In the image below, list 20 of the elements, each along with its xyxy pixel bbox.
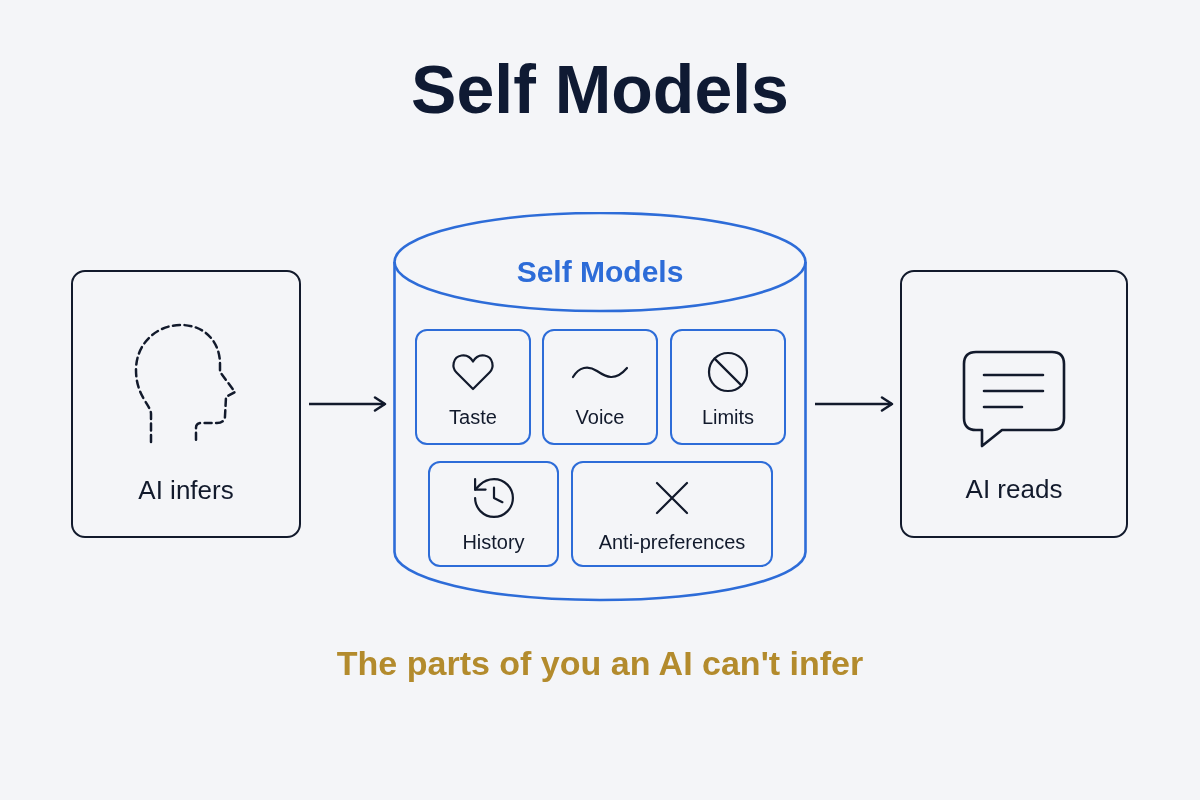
node-label: AI reads <box>965 474 1063 504</box>
tile-label: Limits <box>701 405 755 429</box>
category-tile <box>428 461 559 567</box>
tile-label: Voice <box>575 405 625 429</box>
diagram-caption: The parts of you an AI can't infer <box>336 646 864 680</box>
arrow <box>309 396 387 412</box>
tile-label: Taste <box>449 405 497 429</box>
diagram-title: Self Models <box>411 55 789 123</box>
category-tile <box>415 329 531 445</box>
tile-label: Anti-preferences <box>598 530 746 554</box>
cylinder-title: Self Models <box>516 255 684 289</box>
process-box <box>900 270 1128 538</box>
tile-label: History <box>462 530 525 554</box>
node-label: AI infers <box>138 475 234 505</box>
database-cylinder <box>393 212 807 602</box>
category-tile <box>542 329 658 445</box>
process-box <box>71 270 301 538</box>
arrow <box>815 396 894 412</box>
category-tile <box>571 461 773 567</box>
category-tile <box>670 329 786 445</box>
